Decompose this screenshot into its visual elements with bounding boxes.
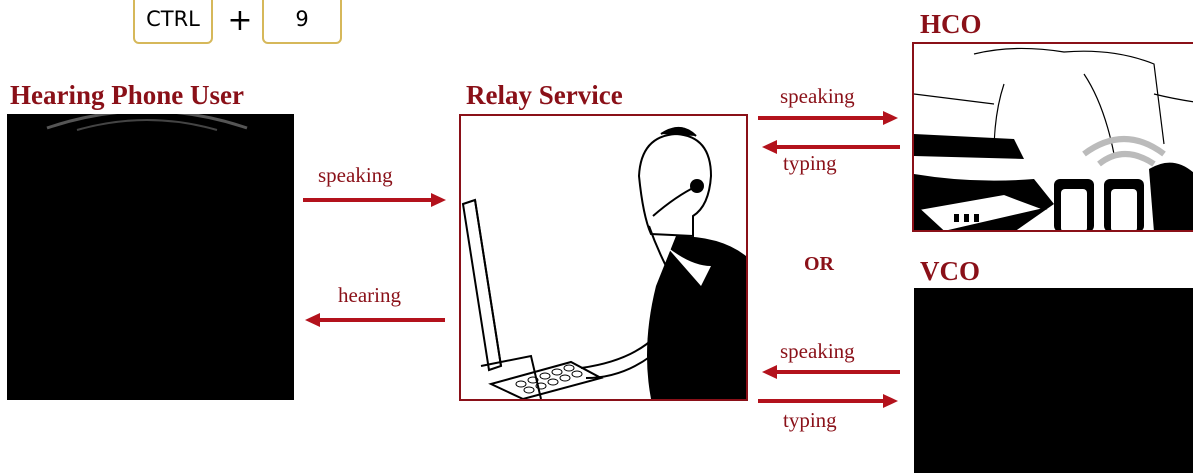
- arrow-left-from-hco: [762, 140, 900, 154]
- arrow-right-to-vco: [758, 394, 898, 408]
- nine-key: 9: [262, 0, 342, 44]
- hearing-user-image: [7, 114, 294, 400]
- relay-operator-icon: [461, 127, 746, 399]
- relay-service-image: [459, 114, 748, 401]
- speaking-label-left: speaking: [318, 163, 393, 187]
- or-label: OR: [804, 253, 834, 275]
- arrow-right-to-relay: [303, 193, 446, 207]
- vco-image: [914, 288, 1193, 473]
- hco-speaking-label: speaking: [780, 84, 855, 108]
- vco-speaking-label: speaking: [780, 339, 855, 363]
- ctrl-key: CTRL: [133, 0, 213, 44]
- vco-typing-label: typing: [783, 408, 837, 432]
- hco-title: HCO: [920, 9, 982, 39]
- hearing-label: hearing: [338, 283, 401, 307]
- hco-user-typing-icon: [914, 47, 1193, 230]
- vco-title: VCO: [920, 256, 980, 286]
- hco-typing-label: typing: [783, 151, 837, 175]
- arrow-left-from-vco: [762, 365, 900, 379]
- headset-sketch-icon: [46, 114, 248, 131]
- plus-sign: +: [227, 2, 253, 38]
- arrow-left-to-user: [305, 313, 445, 327]
- hearing-user-title: Hearing Phone User: [10, 80, 244, 110]
- hco-image: [912, 42, 1193, 232]
- arrow-right-to-hco: [758, 111, 898, 125]
- relay-service-title: Relay Service: [466, 80, 623, 110]
